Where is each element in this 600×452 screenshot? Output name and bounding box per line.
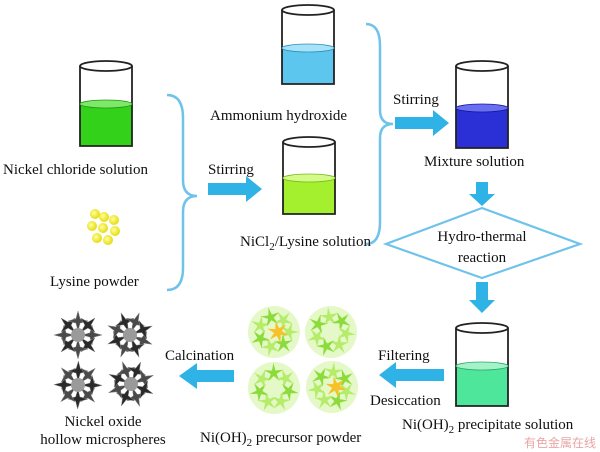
arrow-to-hydrothermal (469, 182, 495, 206)
beaker-nicl2-lysine (282, 136, 336, 215)
precursor-particle (248, 362, 300, 414)
hydrothermal-diamond (382, 206, 584, 280)
lysine-powder-icon (87, 209, 120, 245)
label-filtering: Filtering (378, 348, 430, 364)
label-calcination: Calcination (165, 348, 235, 364)
watermark: 有色金属在线 (524, 435, 596, 450)
left-brace (166, 93, 198, 292)
nickel-oxide-particle (53, 360, 103, 410)
label-ammonium-hydroxide: Ammonium hydroxide (210, 108, 347, 124)
nickel-oxide-particle (107, 360, 155, 408)
nickel-oxide-particle (53, 310, 103, 360)
beaker-nickel-chloride (79, 60, 133, 147)
liquid-nickel-chloride (80, 104, 132, 146)
precursor-particle (306, 361, 358, 413)
label-precipitate: Ni(OH)2 precipitate solution (402, 417, 574, 436)
arrow-stirring-2 (395, 110, 449, 136)
precursor-powder-cluster (248, 306, 358, 414)
arrow-filtering (379, 362, 444, 388)
label-desiccation: Desiccation (370, 393, 441, 409)
label-stirring-2: Stirring (393, 92, 439, 108)
liquid-mixture (456, 108, 508, 148)
label-hydrothermal-1: Hydro-thermal (437, 229, 526, 245)
beaker-precipitate (455, 322, 509, 407)
label-mixture: Mixture solution (424, 154, 525, 170)
precursor-particle (305, 306, 357, 358)
beaker-ammonium-hydroxide (281, 4, 335, 85)
liquid-precipitate (456, 366, 508, 406)
label-nickel-chloride: Nickel chloride solution (3, 162, 148, 178)
precursor-particle (248, 306, 300, 358)
label-stirring-1: Stirring (208, 162, 254, 178)
arrow-stirring-1 (208, 176, 262, 202)
liquid-ammonium-hydroxide (282, 48, 334, 84)
beaker-mixture (455, 60, 509, 149)
label-lysine-powder: Lysine powder (50, 274, 139, 290)
arrow-to-precipitate (469, 282, 495, 313)
label-nickel-oxide-1: Nickel oxide (64, 414, 141, 430)
right-brace (365, 22, 394, 246)
label-nicl2-lysine: NiCl2/Lysine solution (240, 234, 371, 253)
label-nickel-oxide-2: hollow microspheres (40, 432, 166, 448)
liquid-nicl2-lysine (283, 178, 335, 214)
label-hydrothermal-2: reaction (458, 250, 507, 266)
label-precursor: Ni(OH)2 precursor powder (200, 430, 361, 449)
arrow-calcination (179, 363, 234, 389)
nickel-oxide-cluster (53, 310, 155, 410)
nickel-oxide-particle (106, 311, 154, 359)
